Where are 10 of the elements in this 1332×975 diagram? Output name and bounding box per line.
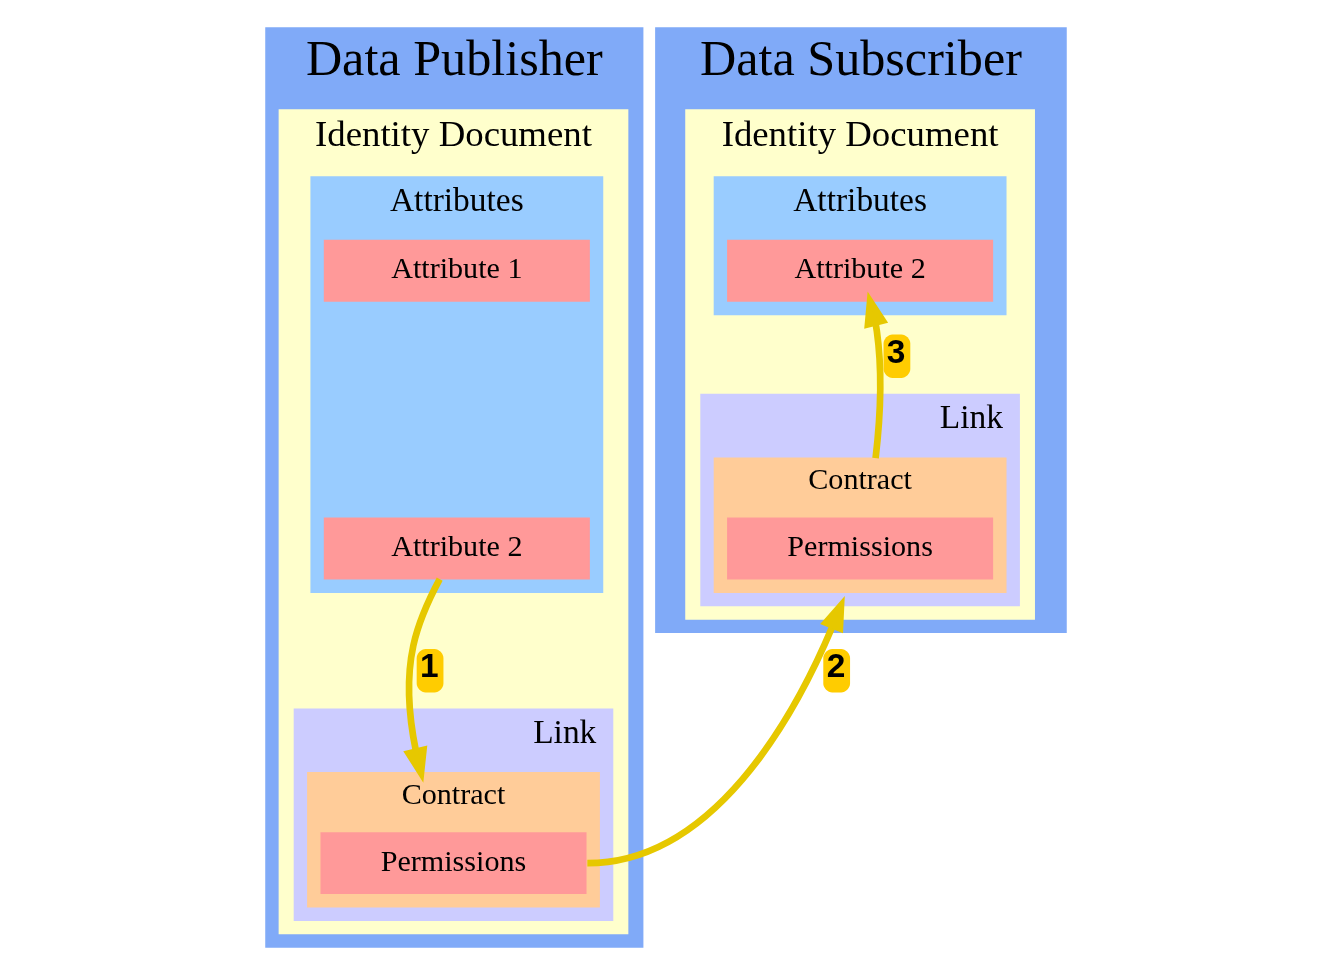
- arrow: [587, 596, 845, 867]
- node-box: Attribute 1: [323, 239, 590, 302]
- edge-label: 3: [886, 332, 906, 370]
- edge-label: 2: [826, 647, 846, 685]
- node-box: Permissions: [320, 832, 587, 895]
- node-box: Attribute 2: [323, 517, 590, 580]
- node-box: Attribute 2: [727, 239, 994, 302]
- node-box: Permissions: [727, 517, 994, 580]
- arrow: [864, 291, 889, 459]
- edge-label: 1: [420, 647, 439, 685]
